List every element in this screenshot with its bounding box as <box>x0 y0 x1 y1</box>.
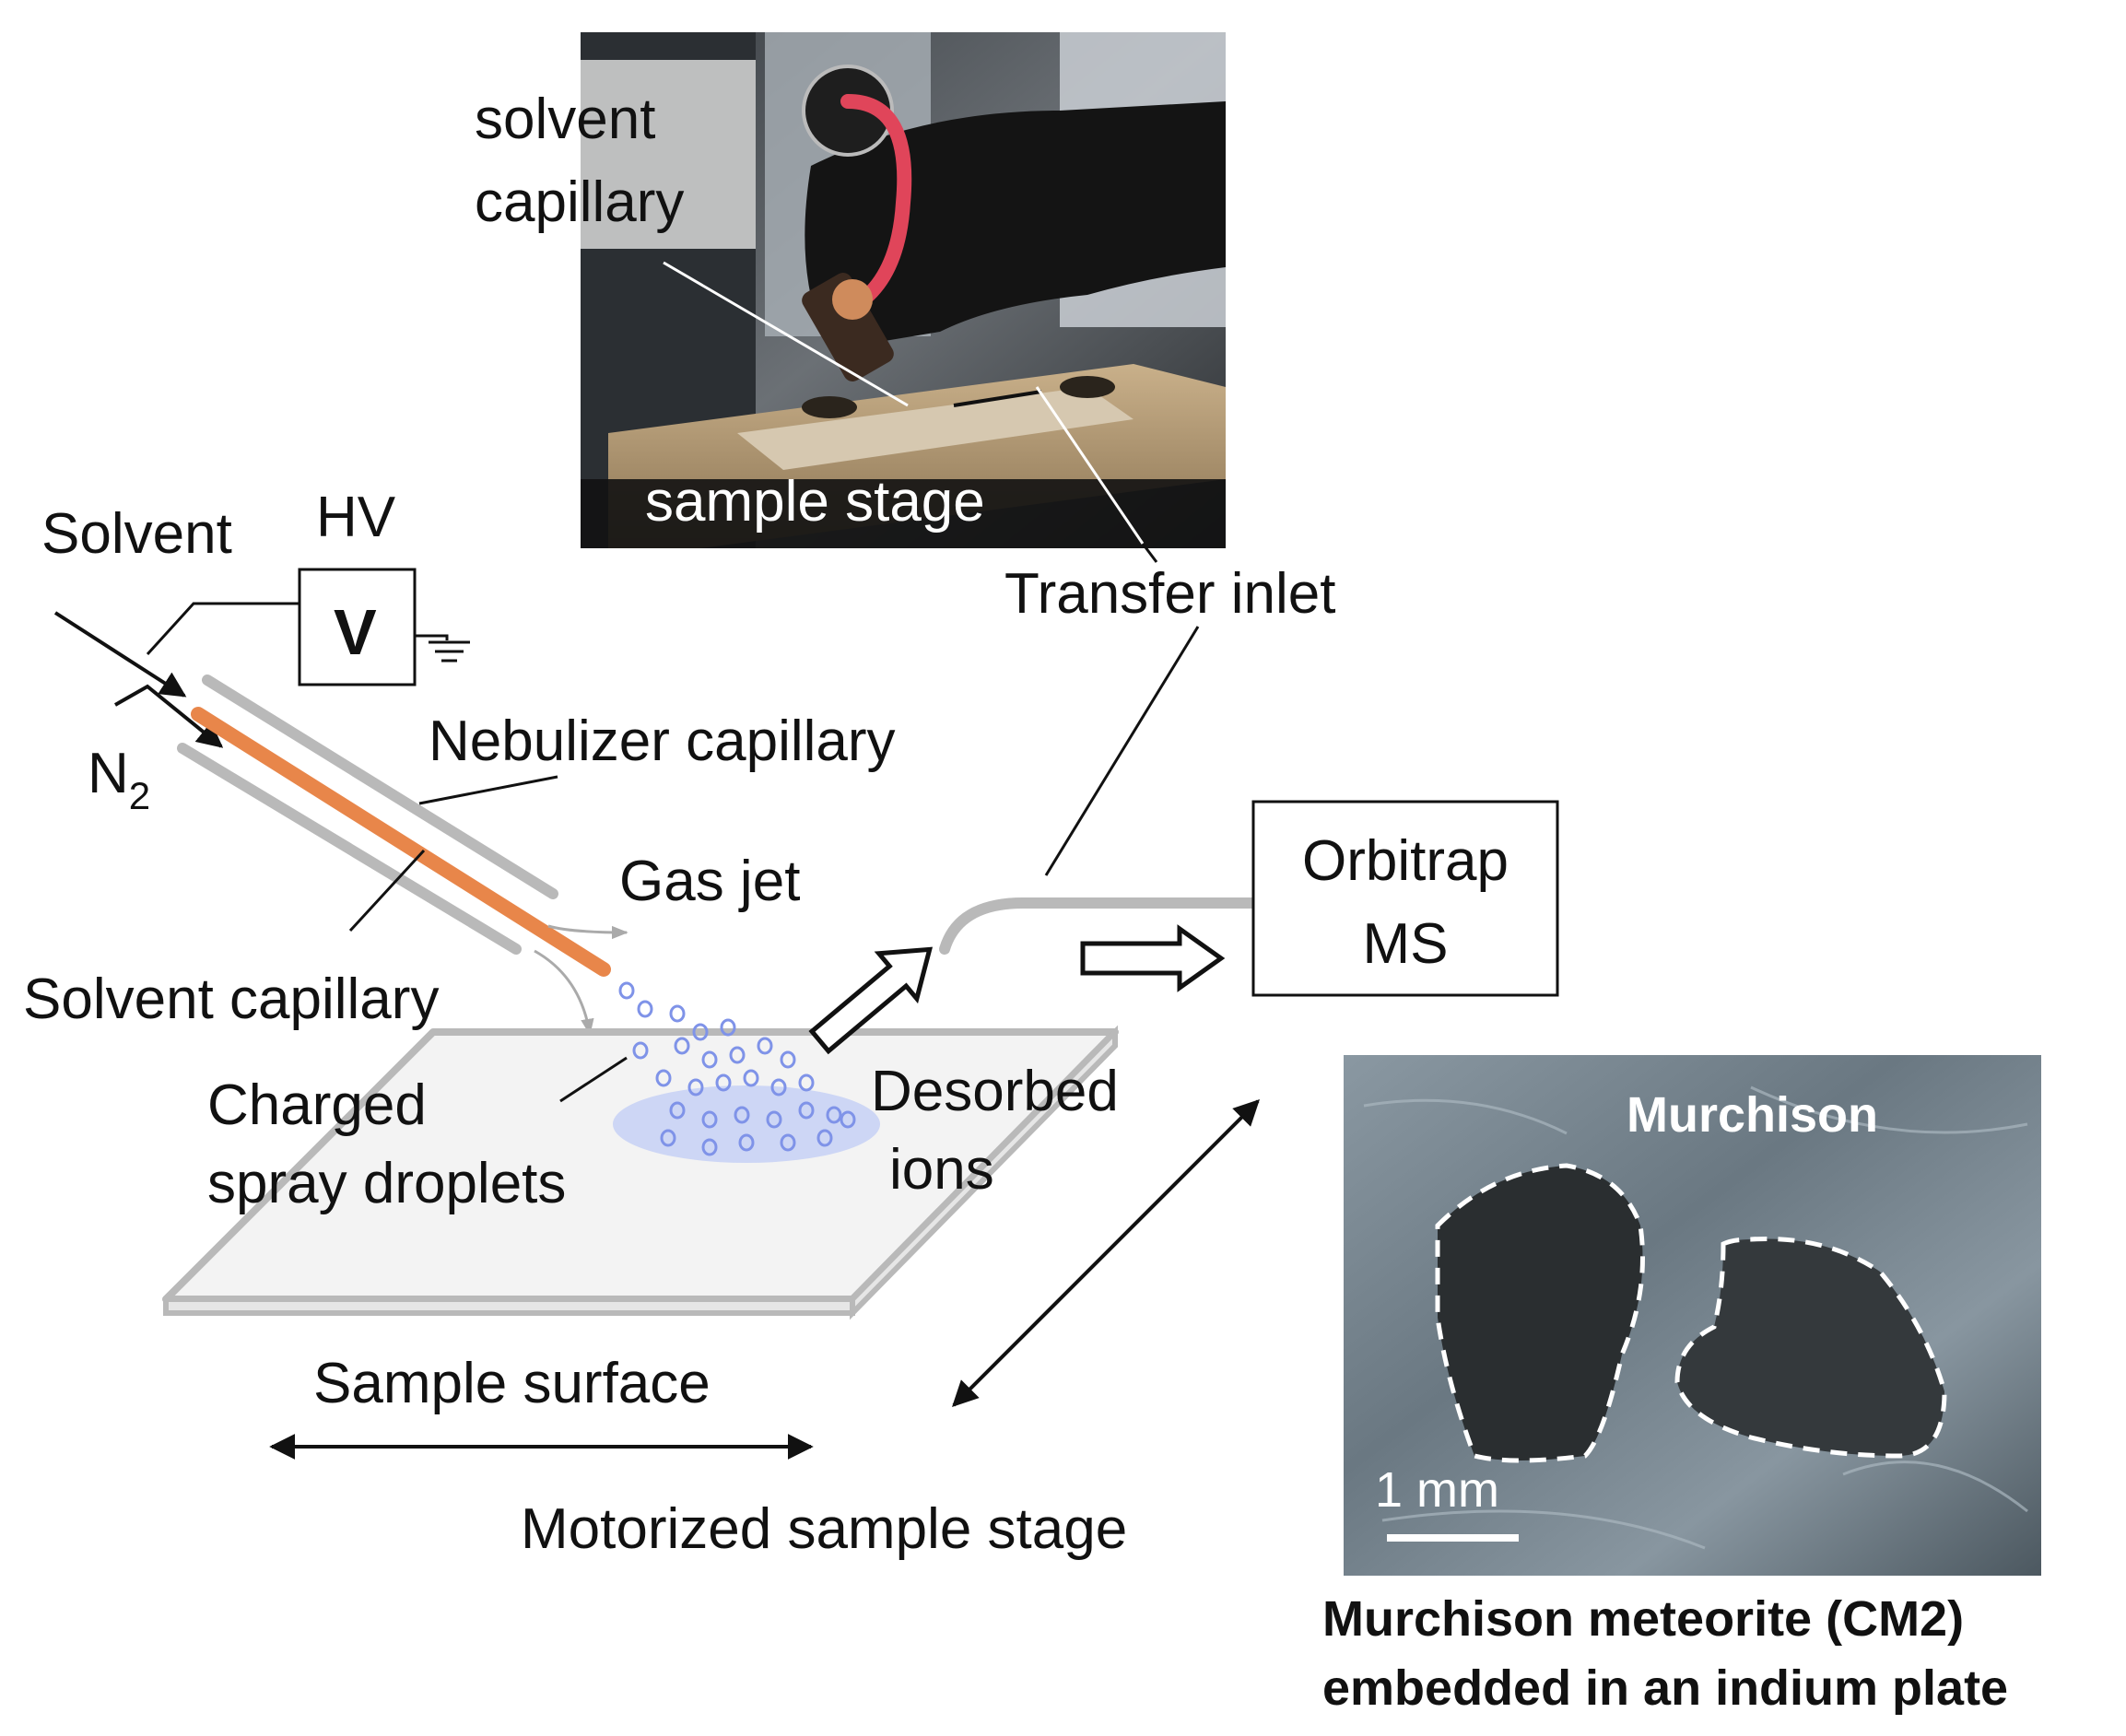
nebulizer-wall-upper <box>202 674 558 899</box>
transfer-inlet-label: Transfer inlet <box>1004 562 1336 626</box>
photo-label-solvent-capillary-1: solvent <box>475 88 655 151</box>
meteorite-caption-1: Murchison meteorite (CM2) <box>1322 1591 1964 1647</box>
desorbed-ions-arrow <box>808 946 934 1055</box>
orbitrap-label-2: MS <box>1363 912 1449 976</box>
gas-jet-flow <box>547 924 628 940</box>
meteorite-sample-name: Murchison <box>1627 1087 1878 1143</box>
meteorite-caption-2: embedded in an indium plate <box>1322 1660 2008 1716</box>
n2-main: N <box>88 742 129 805</box>
solvent-inflow-arrow <box>53 611 187 698</box>
sprayer-assembly <box>177 674 628 1036</box>
nebulizer-wall-lower <box>177 743 522 955</box>
instrument-photo: solvent capillary sample stage <box>475 32 1226 548</box>
y-motion-arrow <box>952 1099 1260 1407</box>
desorbed-ions-label-2: ions <box>889 1138 994 1202</box>
nebulizer-capillary-label: Nebulizer capillary <box>429 710 896 773</box>
gas-flow-down <box>534 949 594 1036</box>
orbitrap-label-1: Orbitrap <box>1302 829 1509 893</box>
voltage-symbol: V <box>334 596 377 668</box>
transfer-inlet-tube <box>939 897 1259 955</box>
meteorite-fragment-2 <box>1677 1238 1944 1456</box>
solvent-capillary-label: Solvent capillary <box>23 968 439 1031</box>
hv-label: HV <box>316 486 396 549</box>
scale-bar <box>1387 1534 1519 1542</box>
photo-label-solvent-capillary-2: capillary <box>475 170 684 234</box>
charged-spray-label-1: Charged <box>207 1073 427 1137</box>
motorized-stage-label: Motorized sample stage <box>521 1497 1127 1561</box>
solvent-capillary-tube <box>191 707 611 977</box>
meteorite-fragment-1 <box>1438 1166 1643 1460</box>
desorbed-ions-label-1: Desorbed <box>871 1060 1119 1123</box>
n2-subscript: 2 <box>129 774 150 817</box>
photo-label-sample-stage: sample stage <box>645 470 985 534</box>
orbitrap-ms-box: Orbitrap MS <box>1251 800 1559 997</box>
scale-bar-label: 1 mm <box>1375 1462 1499 1518</box>
n2-inflow-arrow <box>114 684 224 748</box>
hv-power-supply: HV Solvent V <box>41 486 470 686</box>
n2-label: N2 <box>88 742 150 817</box>
charged-spray-droplets <box>618 981 856 1156</box>
gas-jet-label: Gas jet <box>619 850 800 913</box>
charged-spray-label-2: spray droplets <box>207 1152 566 1215</box>
sample-surface-label: Sample surface <box>313 1352 711 1415</box>
solvent-label: Solvent <box>41 502 232 566</box>
meteorite-photo: Murchison 1 mm <box>1344 1055 2041 1576</box>
to-ms-arrow <box>1080 924 1226 992</box>
